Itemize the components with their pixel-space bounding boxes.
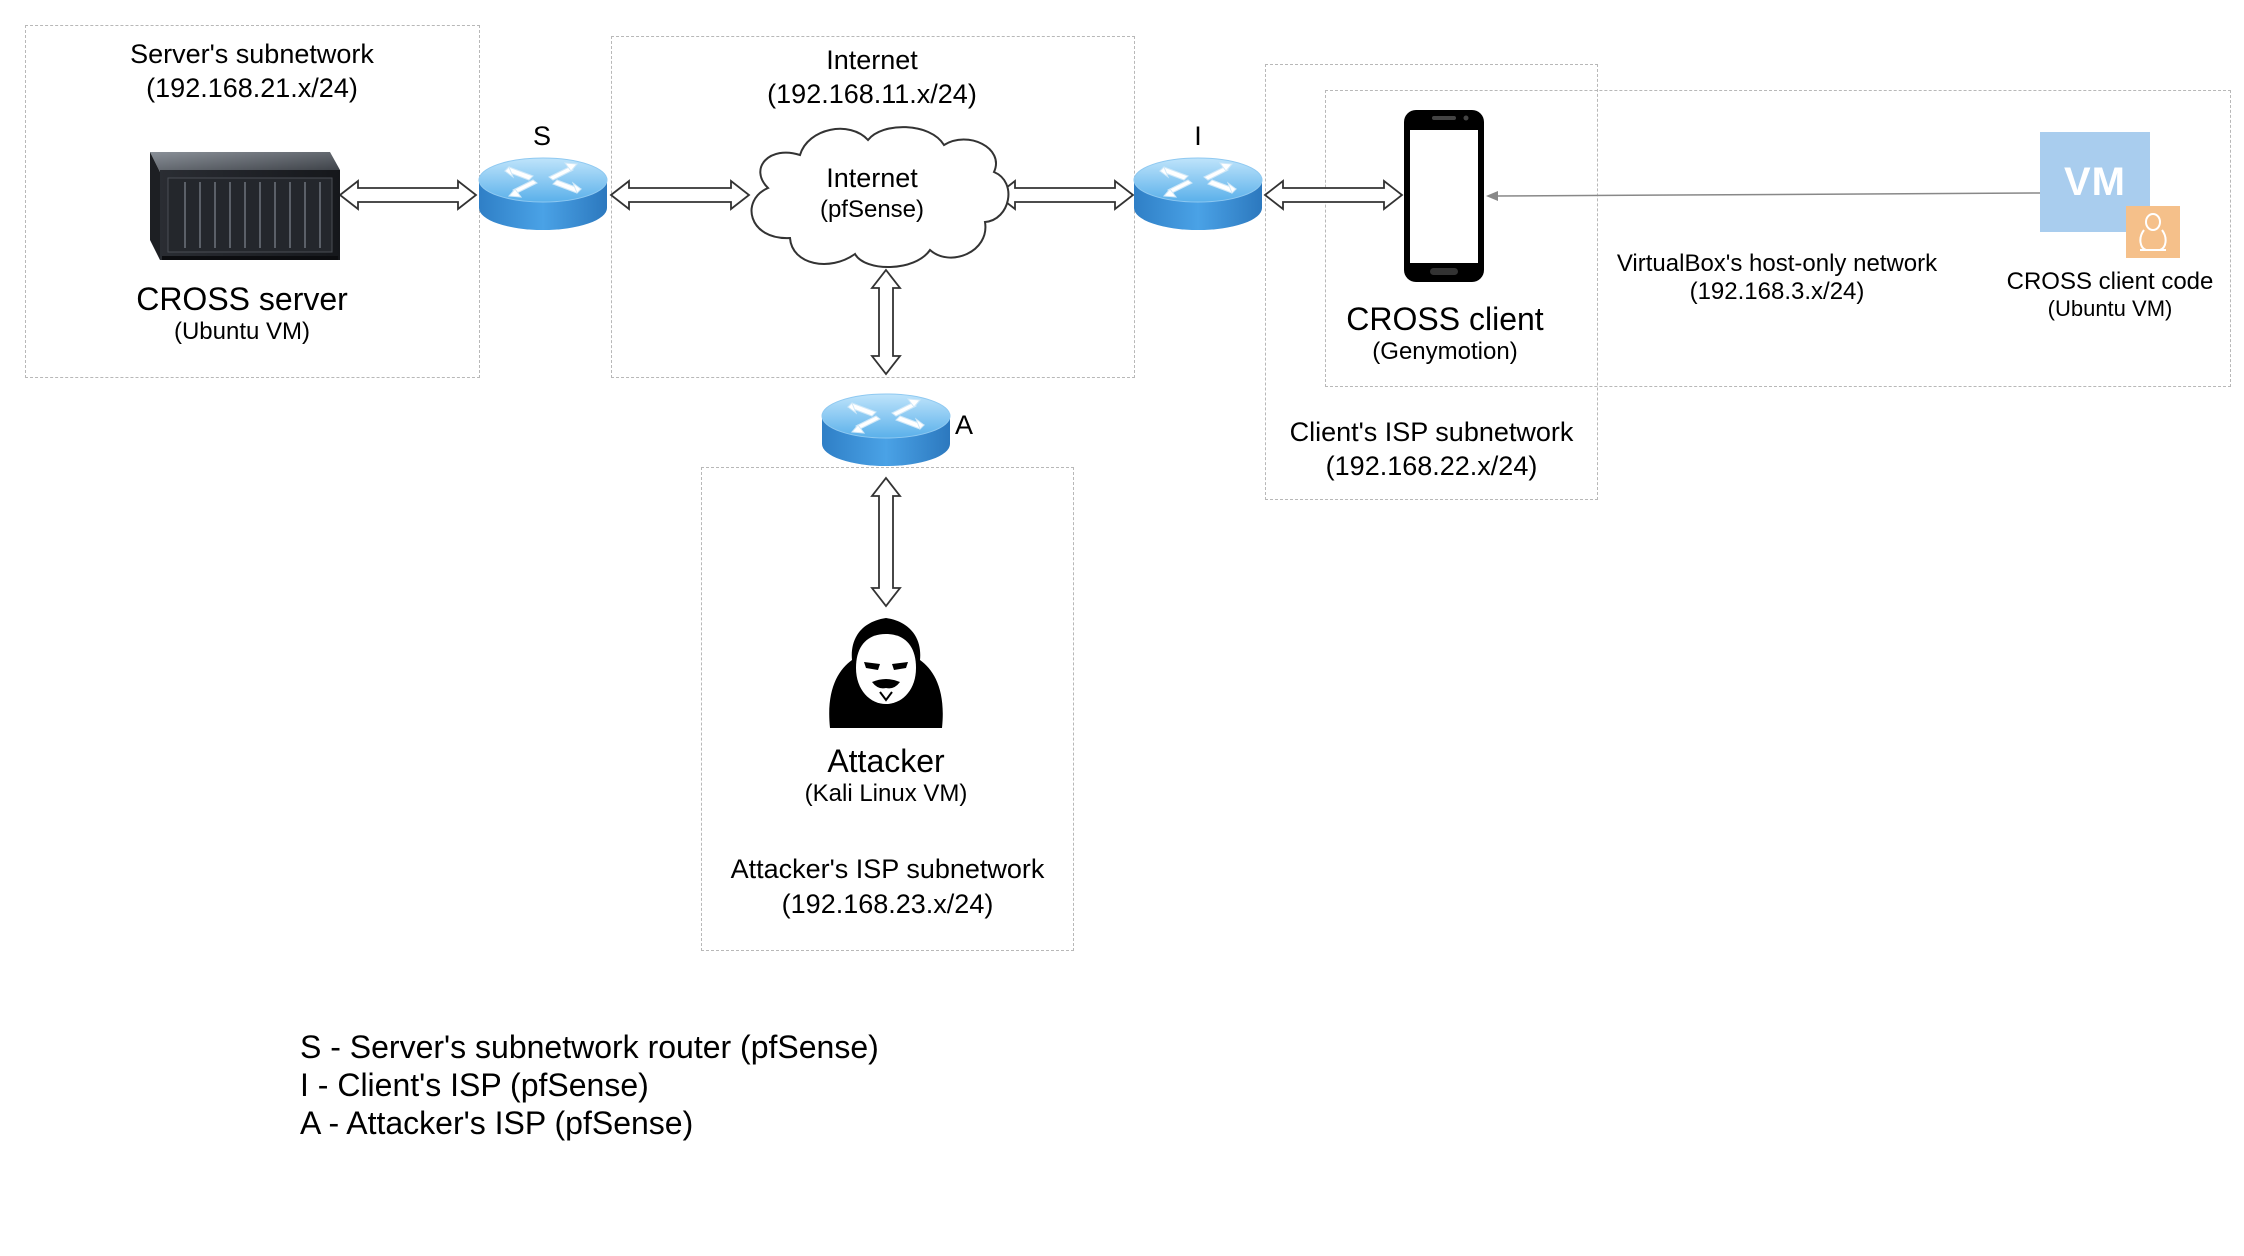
link-internet-to-a <box>870 268 902 376</box>
hacker-icon <box>829 618 943 728</box>
internet-cloud-sublabel: (pfSense) <box>819 196 925 223</box>
link-s-to-internet <box>609 179 751 211</box>
host-only-range: (192.168.3.x/24) <box>1689 278 1865 305</box>
internet-box-title: Internet <box>826 45 918 75</box>
smartphone-icon <box>1404 110 1484 282</box>
vm-name-label: CROSS client code <box>2006 268 2214 295</box>
internet-cloud-label: Internet <box>826 163 918 193</box>
link-vm-to-client <box>1486 191 2041 201</box>
link-i-to-client <box>1263 179 1404 211</box>
host-only-title: VirtualBox's host-only network <box>1616 250 1938 277</box>
link-a-to-attacker <box>870 476 902 608</box>
legend: S - Server's subnetwork router (pfSense)… <box>300 1028 879 1142</box>
cross-server-label: CROSS server <box>136 281 348 317</box>
legend-item-a: A - Attacker's ISP (pfSense) <box>300 1105 694 1141</box>
link-internet-to-i <box>995 179 1135 211</box>
linux-tux-icon <box>2139 213 2167 251</box>
legend-item-s: S - Server's subnetwork router (pfSense) <box>300 1029 879 1065</box>
attacker-label: Attacker <box>827 743 945 779</box>
router-i-label: I <box>1194 121 1202 151</box>
host-only-box <box>1325 90 2231 387</box>
router-s-label: S <box>532 121 551 151</box>
cross-client-label: CROSS client <box>1346 301 1544 337</box>
client-isp-box <box>1265 64 1598 500</box>
internet-box-range: (192.168.11.x/24) <box>767 79 977 109</box>
server-subnet-title: Server's subnetwork <box>130 39 374 69</box>
client-isp-title: Client's ISP subnetwork <box>1289 417 1574 447</box>
cross-server-sublabel: (Ubuntu VM) <box>173 318 311 345</box>
attacker-isp-range: (192.168.23.x/24) <box>781 889 994 919</box>
router-a-label: A <box>954 410 973 440</box>
attacker-isp-box <box>701 467 1074 951</box>
server-subnet-range: (192.168.21.x/24) <box>146 73 358 103</box>
client-isp-range: (192.168.22.x/24) <box>1325 451 1538 481</box>
router-a-icon <box>821 393 951 467</box>
internet-cloud-icon <box>750 126 1010 268</box>
server-icon <box>150 152 340 260</box>
legend-item-i: I - Client's ISP (pfSense) <box>300 1067 649 1103</box>
router-s-icon <box>478 157 608 231</box>
attacker-sublabel: (Kali Linux VM) <box>804 780 968 807</box>
cross-client-sublabel: (Genymotion) <box>1372 338 1518 365</box>
vm-sublabel: (Ubuntu VM) <box>2047 296 2173 321</box>
vm-icon <box>2040 132 2180 258</box>
router-i-icon <box>1133 157 1263 231</box>
attacker-isp-title: Attacker's ISP subnetwork <box>730 854 1045 884</box>
link-server-to-s <box>338 179 478 211</box>
vm-badge-text: VM <box>2064 160 2126 204</box>
